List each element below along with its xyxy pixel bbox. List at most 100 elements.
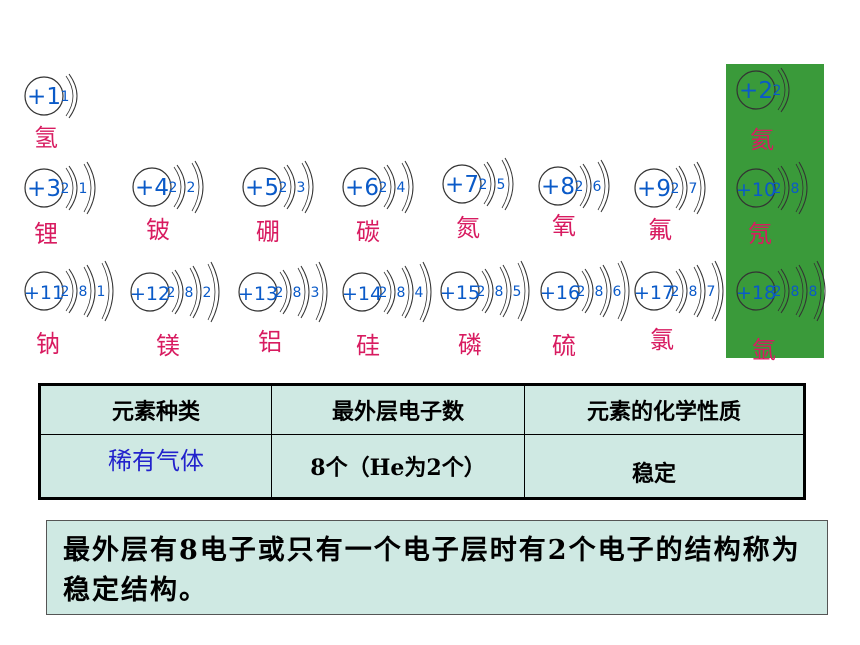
electron-shell-arc-inner — [675, 270, 684, 312]
element-name: 铝 — [258, 328, 282, 356]
electron-shell-arc-inner — [693, 266, 702, 316]
electron-shell-arc-inner — [813, 262, 822, 320]
electron-count: 8 — [495, 284, 504, 300]
electron-shell-arc — [816, 260, 826, 322]
electron-count: 2 — [773, 284, 782, 300]
electron-shell-arc — [780, 165, 790, 211]
element-name: 氧 — [552, 212, 576, 240]
element-name: 氯 — [650, 326, 674, 354]
electron-count: 2 — [167, 285, 176, 301]
electron-shell-arc — [404, 160, 414, 214]
element-name: 镁 — [156, 332, 180, 360]
nucleus-charge: +8 — [541, 174, 575, 200]
electron-shell-arc — [584, 268, 594, 314]
electron-count: 6 — [593, 179, 602, 195]
electron-shell-arc-inner — [599, 266, 608, 316]
electron-shell-arc — [68, 268, 78, 314]
nucleus-circle — [242, 167, 282, 207]
electron-count: 5 — [497, 177, 506, 193]
electron-shell-arc-inner — [675, 167, 684, 209]
electron-shell-arc-inner — [65, 270, 74, 312]
electron-shell-arc-inner — [315, 263, 324, 321]
nucleus-circle — [342, 167, 382, 207]
nucleus-circle — [736, 70, 776, 110]
electron-count: 2 — [773, 83, 782, 99]
electron-shell-arc — [600, 159, 610, 213]
electron-shell-arc — [696, 161, 706, 215]
electron-shell-arc-inner — [279, 271, 288, 313]
electron-count: 2 — [61, 284, 70, 300]
electron-shell-arc — [404, 265, 414, 319]
electron-count: 2 — [169, 180, 178, 196]
properties-table: 元素种类 最外层电子数 元素的化学性质 稀有气体 8个（He为2个） 稳定 — [38, 383, 806, 500]
electron-shell-arc — [68, 165, 78, 211]
nucleus-charge: +12 — [130, 283, 170, 305]
element-name: 钠 — [36, 330, 60, 358]
electron-shell-arc-inner — [191, 162, 200, 212]
electron-shell-arc — [282, 269, 292, 315]
electron-count: 8 — [809, 284, 818, 300]
nucleus-circle — [342, 272, 382, 312]
element-name: 氟 — [648, 216, 672, 244]
stable-structure-note: 最外层有8电子或只有一个电子层时有2个电子的结构称为稳定结构。 — [46, 520, 828, 615]
electron-shell-arc-inner — [501, 159, 510, 209]
electron-shell-arc — [780, 268, 790, 314]
electron-shell-arc-inner — [517, 262, 526, 320]
electron-shell-arc-inner — [483, 163, 492, 205]
electron-count: 2 — [575, 179, 584, 195]
element-name: 硫 — [552, 332, 576, 360]
electron-count: 3 — [311, 285, 320, 301]
electron-shell-arc-inner — [693, 163, 702, 213]
electron-shell-arc-inner — [301, 162, 310, 212]
electron-shell-arc-inner — [795, 163, 804, 213]
electron-shell-arc-inner — [173, 166, 182, 208]
electron-shell-arc — [502, 264, 512, 318]
nucleus-charge: +5 — [245, 175, 279, 201]
table-header-property: 元素的化学性质 — [524, 385, 804, 435]
element-name: 硅 — [356, 332, 380, 360]
nucleus-charge: +1 — [27, 84, 61, 110]
electron-count: 2 — [279, 180, 288, 196]
electron-shell-arc — [678, 268, 688, 314]
electron-count: 1 — [79, 181, 88, 197]
nucleus-circle — [736, 271, 776, 311]
electron-shell-arc-inner — [777, 69, 786, 111]
electron-shell-arc-inner — [65, 75, 74, 117]
electron-shell-arc — [194, 160, 204, 214]
nucleus-circle — [130, 272, 170, 312]
electron-count: 2 — [379, 285, 388, 301]
nucleus-charge: +18 — [736, 282, 776, 304]
nucleus-circle — [440, 271, 480, 311]
nucleus-charge: +2 — [739, 78, 773, 104]
electron-shell-arc — [678, 165, 688, 211]
electron-count: 8 — [689, 284, 698, 300]
nucleus-charge: +4 — [135, 175, 169, 201]
nucleus-circle — [24, 76, 64, 116]
electron-shell-arc-inner — [401, 162, 410, 212]
electron-count: 7 — [689, 181, 698, 197]
element-name: 氮 — [456, 214, 480, 242]
electron-count: 2 — [61, 181, 70, 197]
element-name: 氖 — [748, 220, 772, 248]
electron-shell-arc — [484, 268, 494, 314]
noble-gas-label: 稀有气体 — [108, 446, 204, 475]
nucleus-charge: +9 — [637, 176, 671, 202]
electron-shell-arc — [386, 269, 396, 315]
electron-shell-arc — [504, 157, 514, 211]
element-name: 氦 — [750, 126, 774, 154]
nucleus-charge: +10 — [736, 179, 776, 201]
electron-count: 1 — [97, 284, 106, 300]
electron-shell-arc-inner — [207, 263, 216, 321]
nucleus-charge: +16 — [540, 282, 580, 304]
electron-count: 4 — [415, 285, 424, 301]
electron-count: 2 — [479, 177, 488, 193]
electron-shell-arc — [210, 261, 220, 323]
nucleus-charge: +13 — [238, 283, 278, 305]
